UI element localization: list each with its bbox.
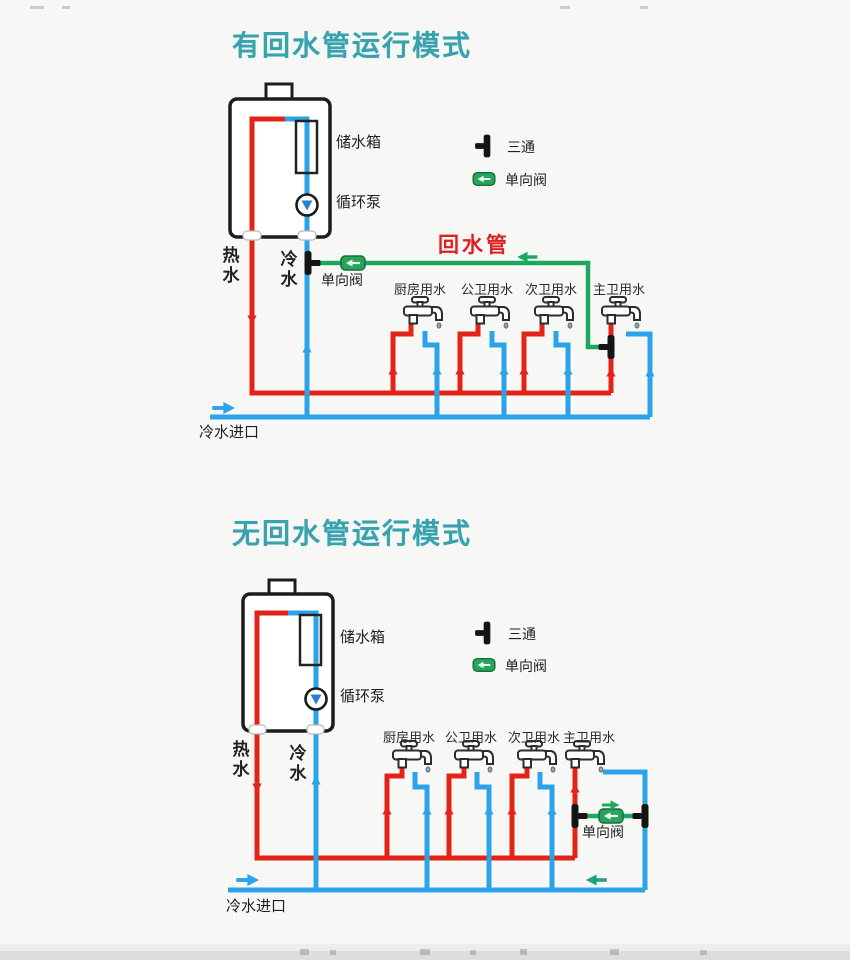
cold-water-pipes-bottom — [228, 731, 648, 893]
up-arrow-icon — [568, 782, 582, 803]
diagram-with-return-pipe — [210, 82, 657, 420]
fixture-label-guest-bath: 公卫用水 — [444, 730, 498, 745]
hot-water-label: 热水 — [219, 246, 239, 286]
fixture-label-guest-bath: 公卫用水 — [460, 282, 514, 297]
legend-tee-label: 三通 — [508, 626, 536, 642]
check-valve-icon — [339, 254, 367, 272]
heater-cold-inlet-stub — [297, 230, 317, 241]
up-arrow-icon — [442, 804, 456, 825]
heater-hot-coil — [249, 116, 285, 235]
up-arrow-icon — [300, 342, 314, 363]
tee-icon — [304, 251, 321, 275]
heater-hot-outlet-stub — [242, 230, 262, 241]
right-arrow-icon — [234, 872, 261, 888]
legend-check-valve-label: 单向阀 — [505, 658, 547, 674]
check-valve-label: 单向阀 — [582, 824, 624, 840]
check-valve-icon — [472, 171, 496, 187]
tee-icon — [475, 621, 491, 645]
left-arrow-icon — [583, 872, 609, 888]
cold-water-label: 冷水 — [286, 744, 306, 784]
hot-water-label: 热水 — [229, 740, 249, 780]
faucet-icon — [601, 296, 641, 330]
fixture-label-second-bath: 次卫用水 — [507, 730, 561, 745]
up-arrow-icon — [453, 364, 467, 385]
up-arrow-icon — [517, 364, 531, 385]
page-bottom-edge — [0, 6, 850, 960]
heater-hot-outlet-stub — [248, 724, 267, 735]
tee-icon — [632, 804, 649, 828]
fixture-label-kitchen: 厨房用水 — [393, 282, 447, 297]
up-arrow-icon — [386, 364, 400, 385]
fixture-label-master-bath: 主卫用水 — [562, 730, 616, 745]
page-title: 有回水管运行模式 — [232, 30, 473, 61]
return-pipe-label: 回水管 — [438, 234, 510, 257]
up-arrow-icon — [604, 366, 618, 387]
check-valve-icon — [597, 807, 625, 825]
tee-icon — [475, 134, 491, 158]
fixture-label-second-bath: 次卫用水 — [524, 282, 578, 297]
up-arrow-icon — [420, 804, 434, 825]
return-pipe — [313, 260, 603, 350]
up-arrow-icon — [309, 774, 323, 795]
fixture-label-kitchen: 厨房用水 — [382, 730, 436, 745]
fixture-label-master-bath: 主卫用水 — [592, 282, 646, 297]
legend-check-valve-label: 单向阀 — [505, 172, 547, 188]
tee-icon — [598, 335, 615, 359]
storage-tank-label: 储水箱 — [336, 134, 382, 151]
up-arrow-icon — [545, 804, 559, 825]
up-arrow-icon — [505, 804, 519, 825]
cold-inlet-label: 冷水进口 — [199, 424, 260, 441]
faucet-icon — [403, 296, 443, 330]
page-title-2: 无回水管运行模式 — [232, 518, 473, 549]
up-arrow-icon — [380, 804, 394, 825]
circulation-pump-icon — [304, 687, 328, 711]
circulation-pump-label: 循环泵 — [336, 194, 382, 211]
heater-cold-inlet-stub — [306, 724, 325, 735]
water-heater-bottom — [241, 578, 335, 735]
storage-tank-label: 储水箱 — [340, 629, 386, 646]
check-valve-label: 单向阀 — [321, 272, 363, 288]
storage-tank-icon — [294, 119, 319, 175]
up-arrow-icon — [497, 364, 511, 385]
up-arrow-icon — [561, 364, 575, 385]
diagram-without-return-pipe — [228, 578, 649, 893]
storage-tank-icon — [298, 613, 323, 667]
check-valve-icon — [472, 657, 496, 673]
heater-hot-coil — [254, 610, 288, 729]
water-heater-top — [228, 82, 332, 241]
up-arrow-icon — [482, 804, 496, 825]
cold-inlet-label: 冷水进口 — [226, 898, 287, 915]
up-arrow-icon — [430, 364, 444, 385]
down-arrow-icon — [250, 773, 264, 794]
left-arrow-icon — [515, 249, 540, 265]
cold-water-label: 冷水 — [277, 250, 297, 290]
faucet-icon — [470, 296, 510, 330]
up-arrow-icon — [643, 366, 657, 387]
down-arrow-icon — [245, 305, 259, 326]
circulation-pump-icon — [295, 193, 319, 217]
right-arrow-icon — [210, 400, 238, 416]
faucet-icon — [534, 296, 574, 330]
circulation-pump-label: 循环泵 — [340, 688, 386, 705]
legend-tee-label: 三通 — [507, 139, 535, 155]
